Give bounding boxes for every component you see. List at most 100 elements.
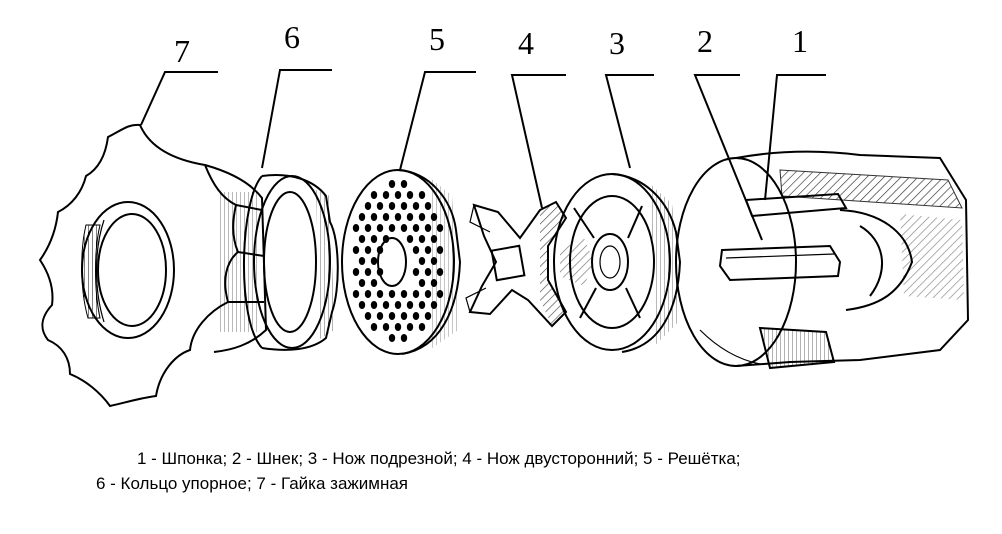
grid-hole: [430, 257, 438, 265]
grid-hole: [370, 301, 378, 309]
grid-hole: [382, 323, 390, 331]
grid-hole: [424, 246, 432, 254]
part-number-6: 6: [284, 19, 300, 55]
grid-hole: [376, 290, 384, 298]
grid-hole: [358, 301, 366, 309]
grid-hole: [370, 235, 378, 243]
grid-hole: [394, 301, 402, 309]
grid-hole: [394, 323, 402, 331]
grid-hole: [424, 268, 432, 276]
grid-hole: [430, 235, 438, 243]
legend-line-1: 1 - Шпонка; 2 - Шнек; 3 - Нож подрезной;…: [137, 449, 741, 468]
grid-hole: [406, 191, 414, 199]
grid-hole: [382, 301, 390, 309]
part-number-7: 7: [174, 33, 190, 69]
grid-hole: [424, 224, 432, 232]
grid-hole: [412, 290, 420, 298]
grid-hole: [370, 279, 378, 287]
grid-hole: [418, 301, 426, 309]
grid-hole: [382, 235, 390, 243]
grid-hole: [358, 257, 366, 265]
grid-hole: [370, 323, 378, 331]
grid-hole: [358, 213, 366, 221]
grid-hole: [388, 202, 396, 210]
grid-holes: [352, 180, 444, 342]
grid-hole: [418, 191, 426, 199]
grid-hole: [352, 268, 360, 276]
grid-hole: [400, 312, 408, 320]
grid-hole: [412, 268, 420, 276]
grid-hole: [370, 213, 378, 221]
grid-hole: [370, 191, 378, 199]
grid-hole: [364, 290, 372, 298]
grid-hole: [400, 180, 408, 188]
grid-hole: [418, 323, 426, 331]
grid-hole: [412, 202, 420, 210]
grid-hole: [418, 213, 426, 221]
part-1-2-housing-auger: [675, 150, 970, 370]
grid-hole: [418, 235, 426, 243]
grid-hole: [394, 191, 402, 199]
grid-hole: [436, 224, 444, 232]
grid-hole: [370, 257, 378, 265]
part-5-grid-plate: [341, 169, 462, 355]
part-7-clamping-nut: [38, 123, 268, 408]
grid-hole: [376, 246, 384, 254]
part-4-double-knife: [465, 200, 568, 328]
leader-lines: [140, 69, 826, 241]
grid-hole: [424, 202, 432, 210]
part-6-thrust-ring: [243, 174, 339, 351]
grid-hole: [400, 290, 408, 298]
grid-hole: [388, 334, 396, 342]
grid-hole: [412, 312, 420, 320]
grid-hole: [364, 224, 372, 232]
grid-hole: [358, 279, 366, 287]
grid-hole: [400, 202, 408, 210]
grid-hole: [382, 213, 390, 221]
grid-hole: [364, 312, 372, 320]
grid-hole: [400, 224, 408, 232]
grid-hole: [412, 246, 420, 254]
grid-hole: [352, 224, 360, 232]
grid-hole: [436, 290, 444, 298]
grid-hole: [376, 224, 384, 232]
grid-hole: [352, 246, 360, 254]
part-number-2: 2: [697, 23, 713, 59]
grid-hole: [406, 235, 414, 243]
part-number-4: 4: [518, 25, 534, 61]
grid-hole: [364, 202, 372, 210]
grid-hole: [424, 312, 432, 320]
grid-hole: [418, 257, 426, 265]
grid-hole: [352, 290, 360, 298]
grid-hole: [388, 290, 396, 298]
grid-hole: [406, 213, 414, 221]
grid-hole: [424, 290, 432, 298]
grid-hole: [376, 268, 384, 276]
part-number-5: 5: [429, 21, 445, 57]
grid-hole: [406, 301, 414, 309]
grid-hole: [394, 213, 402, 221]
grid-hole: [412, 224, 420, 232]
grid-hole: [436, 268, 444, 276]
grid-hole: [430, 301, 438, 309]
grid-hole: [376, 202, 384, 210]
grid-hole: [406, 323, 414, 331]
grid-hole: [364, 246, 372, 254]
part-number-1: 1: [792, 23, 808, 59]
grid-hole: [430, 213, 438, 221]
grid-hole: [430, 279, 438, 287]
grid-hole: [358, 235, 366, 243]
legend-line-2: 6 - Кольцо упорное; 7 - Гайка зажимная: [96, 474, 409, 493]
grid-hole: [388, 312, 396, 320]
grid-hole: [364, 268, 372, 276]
grid-hole: [388, 224, 396, 232]
grid-hole: [400, 334, 408, 342]
grid-hole: [376, 312, 384, 320]
grid-hole: [388, 180, 396, 188]
grid-hole: [382, 191, 390, 199]
part-3-cutting-knife: [553, 173, 682, 353]
part-number-3: 3: [609, 25, 625, 61]
grid-hole: [418, 279, 426, 287]
grid-hole: [436, 246, 444, 254]
